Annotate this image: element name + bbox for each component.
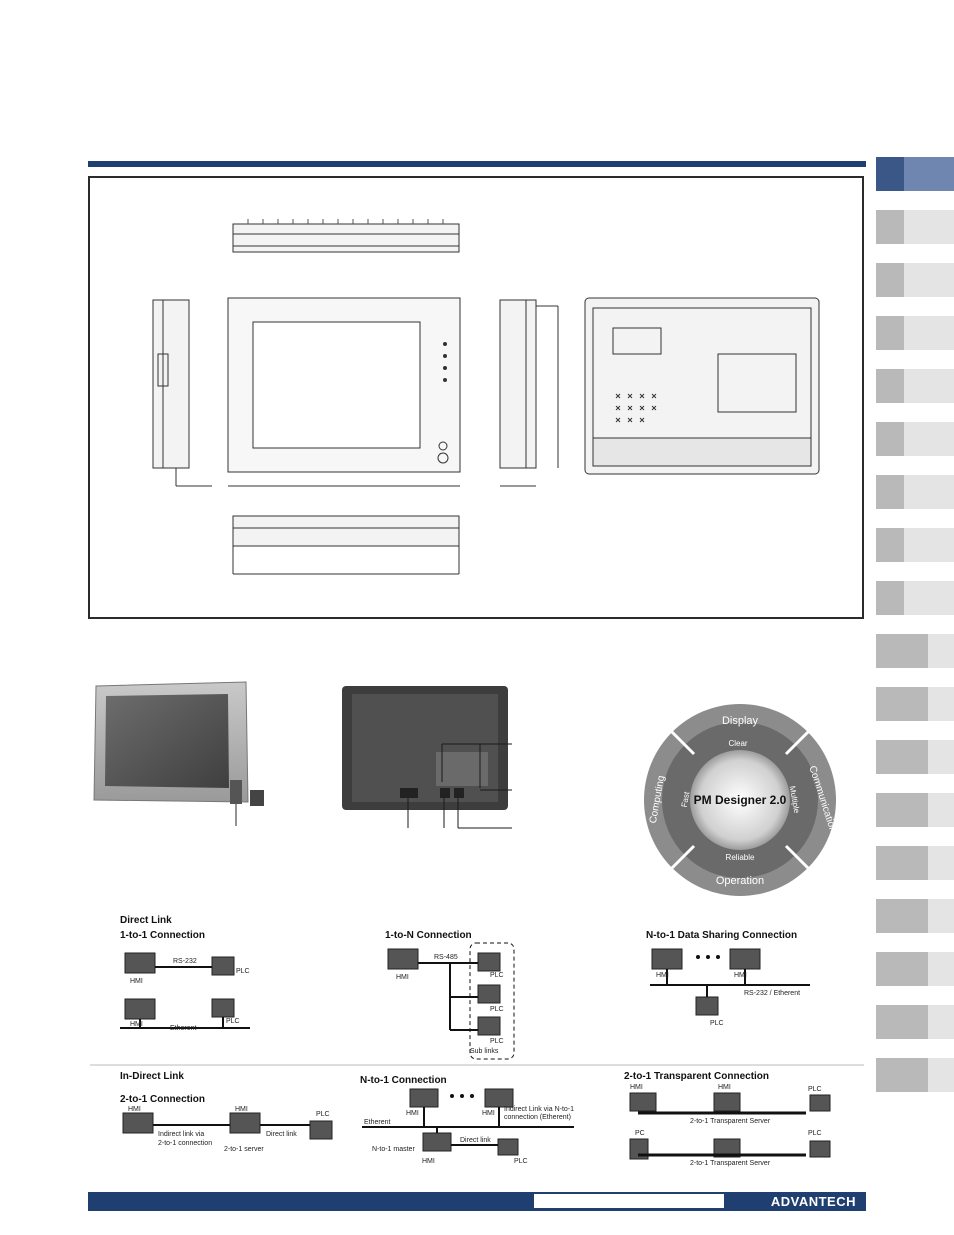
tr-server-2: 2-to-1 Transparent Server bbox=[690, 1160, 771, 1167]
o2o-rs232: RS-232 bbox=[173, 958, 197, 965]
side-tab[interactable] bbox=[876, 793, 954, 827]
side-tab[interactable] bbox=[876, 687, 954, 721]
side-tab[interactable] bbox=[876, 846, 954, 880]
side-tab-active[interactable] bbox=[876, 157, 954, 191]
t2o-note: Indirect link via bbox=[158, 1131, 204, 1138]
o2n-sub-links: Sub links bbox=[470, 1048, 499, 1055]
side-tab[interactable] bbox=[876, 210, 954, 244]
o2o-plc-1: PLC bbox=[236, 968, 250, 975]
direct-link-heading: Direct Link bbox=[120, 915, 172, 926]
cycle-outer-top: Display bbox=[722, 715, 759, 727]
tr-plc-1: PLC bbox=[808, 1086, 822, 1093]
side-tab[interactable] bbox=[876, 581, 954, 615]
side-tab[interactable] bbox=[876, 1058, 954, 1092]
o2n-plc-2: PLC bbox=[490, 1006, 504, 1013]
side-tab[interactable] bbox=[876, 369, 954, 403]
side-tab[interactable] bbox=[876, 475, 954, 509]
tr-plc-2: PLC bbox=[808, 1130, 822, 1137]
t2o-note2: 2-to-1 connection bbox=[158, 1140, 212, 1147]
o2n-rs485: RS-485 bbox=[434, 954, 458, 961]
footer-bar: ADVANTECH bbox=[88, 1192, 866, 1211]
advantech-logo: ADVANTECH bbox=[770, 1194, 856, 1209]
o2o-hmi-2: HMI bbox=[130, 1021, 143, 1028]
side-tab[interactable] bbox=[876, 740, 954, 774]
o2n-hmi: HMI bbox=[396, 974, 409, 981]
o2n-plc-1: PLC bbox=[490, 972, 504, 979]
no1-hmi-2: HMI bbox=[482, 1110, 495, 1117]
dimension-drawings bbox=[152, 219, 820, 575]
n2o-hmi-1: HMI bbox=[656, 972, 669, 979]
t2o-plc: PLC bbox=[316, 1111, 330, 1118]
one-to-one-title: 1-to-1 Connection bbox=[120, 930, 205, 941]
side-tab[interactable] bbox=[876, 263, 954, 297]
pm-designer-cycle: PM Designer 2.0 Display Communication Op… bbox=[644, 704, 838, 896]
footer-blank-field bbox=[534, 1194, 724, 1208]
t2o-server: 2-to-1 server bbox=[224, 1146, 264, 1153]
no1-note: Indirect Link via N-to-1 bbox=[504, 1106, 574, 1113]
connection-diagrams: Direct Link 1-to-1 Connection HMI RS-232… bbox=[90, 915, 864, 1167]
side-tab[interactable] bbox=[876, 316, 954, 350]
o2o-hmi-1: HMI bbox=[130, 978, 143, 985]
cycle-inner-top: Clear bbox=[728, 739, 747, 748]
o2n-plc-3: PLC bbox=[490, 1038, 504, 1045]
side-tab[interactable] bbox=[876, 528, 954, 562]
tr-hmi-1: HMI bbox=[630, 1084, 643, 1091]
t2o-direct: Direct link bbox=[266, 1131, 297, 1138]
cycle-inner-left: Fast bbox=[680, 790, 692, 808]
indirect-link-heading: In-Direct Link bbox=[120, 1071, 184, 1082]
side-tab[interactable] bbox=[876, 952, 954, 986]
n2o-plc: PLC bbox=[710, 1020, 724, 1027]
n2o-bus: RS-232 / Etherent bbox=[744, 990, 800, 997]
no1-ethernet: Etherent bbox=[364, 1119, 391, 1126]
no1-hmi-1: HMI bbox=[406, 1110, 419, 1117]
o2o-plc-2: PLC bbox=[226, 1018, 240, 1025]
side-tab[interactable] bbox=[876, 899, 954, 933]
cycle-outer-bottom: Operation bbox=[716, 875, 764, 887]
header-rule bbox=[88, 161, 866, 167]
t2o-hmi-2: HMI bbox=[235, 1106, 248, 1113]
side-tab[interactable] bbox=[876, 634, 954, 668]
no1-master: N-to-1 master bbox=[372, 1146, 415, 1153]
two-to-1-title: 2-to-1 Connection bbox=[120, 1094, 205, 1105]
product-rear-photo bbox=[342, 686, 512, 829]
one-to-n-title: 1-to-N Connection bbox=[385, 930, 472, 941]
tr-pc: PC bbox=[635, 1130, 645, 1137]
no1-plc: PLC bbox=[514, 1158, 528, 1165]
transparent-title: 2-to-1 Transparent Connection bbox=[624, 1071, 769, 1082]
side-tab[interactable] bbox=[876, 422, 954, 456]
no1-hmi-3: HMI bbox=[422, 1158, 435, 1165]
t2o-hmi-1: HMI bbox=[128, 1106, 141, 1113]
cycle-inner-bottom: Reliable bbox=[726, 853, 755, 862]
no1-note2: connection (Etherent) bbox=[504, 1114, 571, 1121]
product-front-photo bbox=[93, 681, 264, 826]
tr-server-1: 2-to-1 Transparent Server bbox=[690, 1118, 771, 1125]
n-to-1-title: N-to-1 Connection bbox=[360, 1075, 447, 1086]
side-tab[interactable] bbox=[876, 1005, 954, 1039]
no1-direct: Direct link bbox=[460, 1137, 491, 1144]
n2o-hmi-2: HMI bbox=[734, 972, 747, 979]
tr-hmi-2: HMI bbox=[718, 1084, 731, 1091]
cycle-center-label: PM Designer 2.0 bbox=[694, 793, 787, 807]
o2o-ethernet: Etherent bbox=[170, 1025, 197, 1032]
n-to-1-sharing-title: N-to-1 Data Sharing Connection bbox=[646, 930, 797, 941]
dimension-drawing-frame bbox=[88, 176, 864, 619]
